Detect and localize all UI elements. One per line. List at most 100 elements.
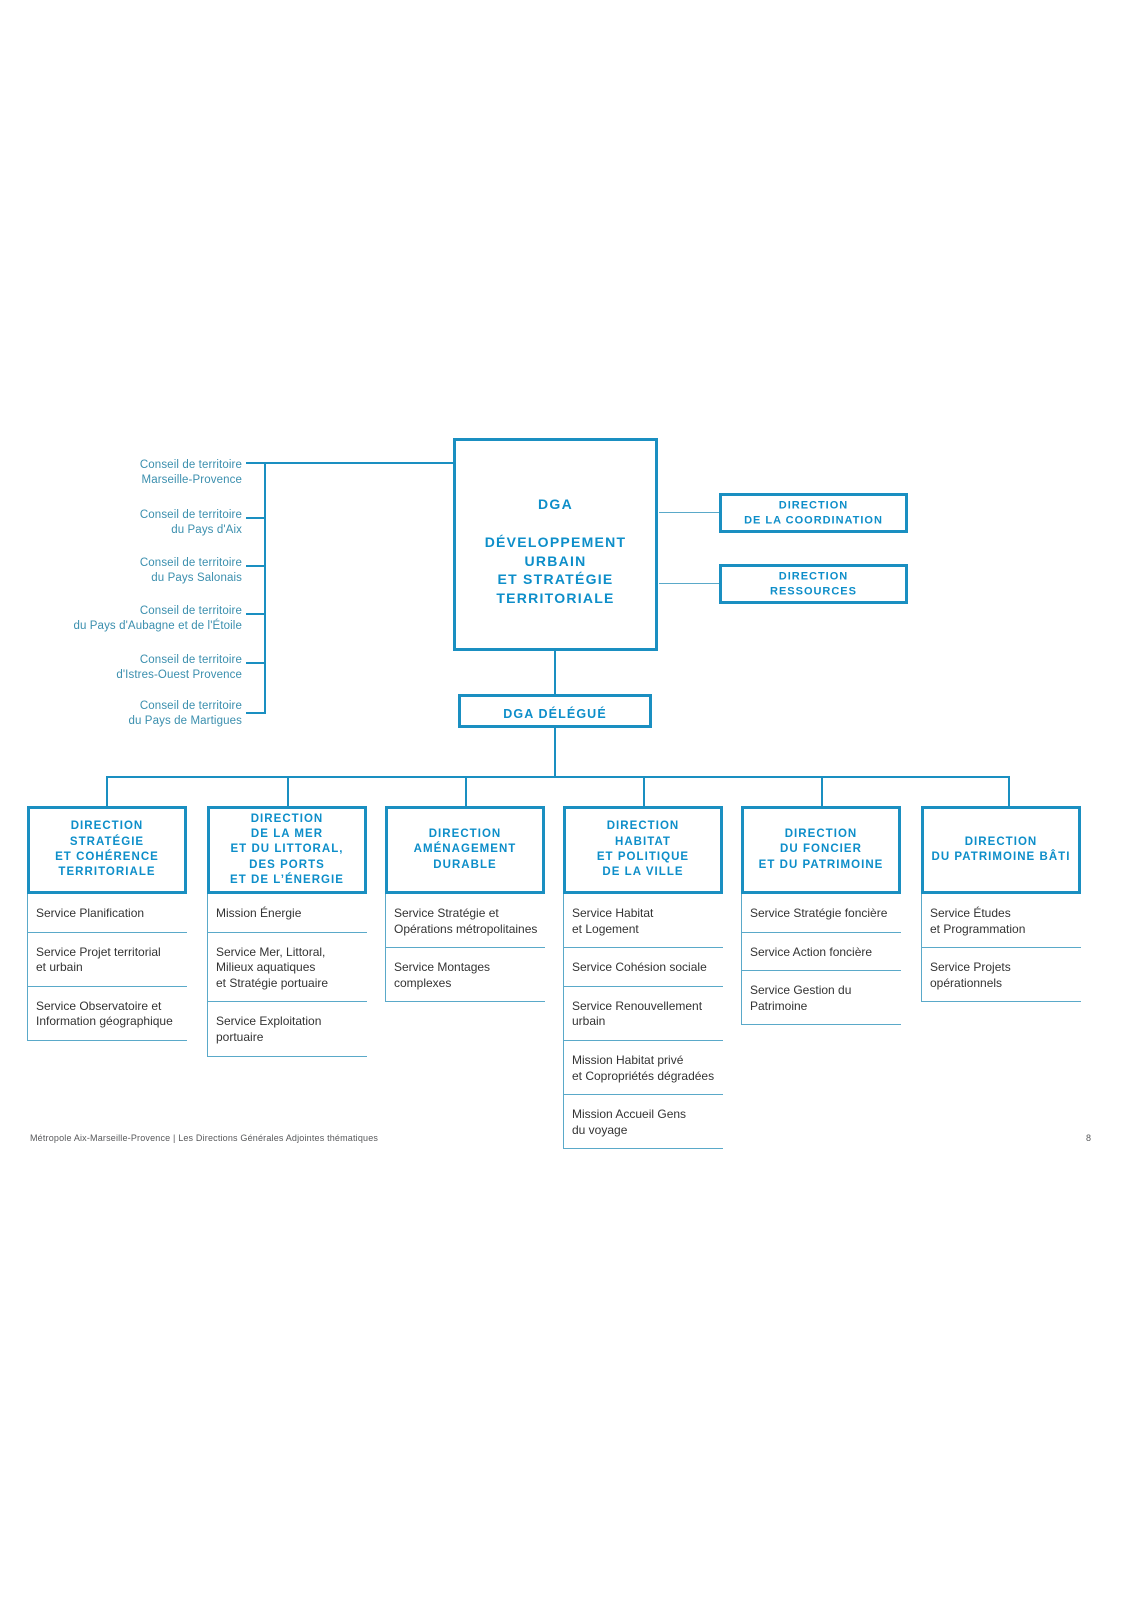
conseil-bus-line [264,463,266,713]
direction-header-4-line-2: HABITAT [614,835,671,848]
service-item-line: Mission Habitat privé [572,1052,684,1067]
dga-main-box[interactable]: DGA DÉVELOPPEMENT URBAIN ET STRATÉGIE TE… [453,438,658,651]
service-item[interactable]: Service Projets opérationnels [921,948,1081,1003]
direction-column-6: DIRECTION DU PATRIMOINE BÂTI Service Étude… [921,806,1081,1003]
service-item[interactable]: Service Planification [27,894,187,933]
service-item-line: et Logement [572,921,639,936]
direction-header-1-line-2: STRATÉGIE [69,835,145,848]
page-number: 8 [1086,1133,1092,1143]
service-item-line: Service Montages [394,960,491,975]
direction-header-5-line-2: DU FONCIER [780,843,862,856]
conseil-label-1-line-2: Marseille-Provence [141,473,242,486]
service-item-line: Service Planification [36,906,145,920]
direction-header-4-line-3: ET POLITIQUE [596,851,690,863]
dga-subtitle-line-1: DÉVELOPPEMENT [484,534,627,550]
service-item-line: et Programmation [930,921,1026,936]
direction-header-6-line-1: DIRECTION [964,835,1038,848]
direction-header-4-label: DIRECTION HABITAT ET POLITIQUE DE LA VILLE [566,819,720,880]
direction-header-6-line-2: DU PATRIMOINE BÂTI [931,851,1071,863]
conseil-stub-4 [246,613,266,615]
direction-drop-3 [465,776,467,806]
direction-header-4-line-1: DIRECTION [606,820,680,833]
dga-subtitle: DÉVELOPPEMENT URBAIN ET STRATÉGIE TERRIT… [456,533,655,607]
direction-coordination-line-1: DIRECTION [778,499,849,512]
direction-ressources-box[interactable]: DIRECTION RESSOURCES [719,564,908,604]
direction-header-4-line-4: DE LA VILLE [602,866,684,879]
service-item-line: Service Études [930,906,1011,920]
service-item[interactable]: Service Action foncière [741,932,901,972]
direction-header-2-line-3: ET DU LITTORAL, [230,843,344,856]
direction-header-6-label: DIRECTION DU PATRIMOINE BÂTI [924,835,1078,866]
service-item-line: Service Observatoire et [36,998,162,1013]
dga-delegue-label: DGA DÉLÉGUÉ [503,707,607,721]
delegue-drop-line [554,728,556,777]
conseil-label-6-line-2: du Pays de Martigues [128,714,242,727]
service-item-line: Service Exploitation [216,1014,322,1029]
conseil-label-1-line-1: Conseil de territoire [139,459,242,471]
service-item[interactable]: Service Cohésion sociale [563,948,723,987]
service-item-line: Service Habitat [572,906,654,920]
service-item-line: portuaire [216,1029,264,1044]
dga-to-delegue-line [554,651,556,695]
direction-header-6[interactable]: DIRECTION DU PATRIMOINE BÂTI [921,806,1081,894]
service-item[interactable]: Service Gestion du Patrimoine [741,971,901,1026]
conseil-stub-3 [246,565,266,567]
service-item-line: Information géographique [36,1014,173,1029]
direction-header-4[interactable]: DIRECTION HABITAT ET POLITIQUE DE LA VILLE [563,806,723,894]
direction-header-2-line-4: DES PORTS [249,858,325,871]
direction-header-5-line-1: DIRECTION [784,828,858,841]
direction-drop-6 [1008,776,1010,806]
conseil-stub-1 [246,462,266,464]
conseil-stub-6 [246,712,266,714]
service-item[interactable]: Service Stratégie foncière [741,894,901,933]
service-item-line: Mission Accueil Gens [572,1107,687,1122]
direction-ressources-line-2: RESSOURCES [770,585,857,597]
conseil-label-2-line-1: Conseil de territoire [139,509,242,521]
service-item-line: Opérations métropolitaines [394,921,538,936]
dga-delegue-box[interactable]: DGA DÉLÉGUÉ [458,694,652,728]
coordination-connector [659,512,720,513]
conseil-stub-2 [246,517,266,519]
direction-coordination-box[interactable]: DIRECTION DE LA COORDINATION [719,493,908,533]
direction-coordination-line-2: DE LA COORDINATION [744,514,883,526]
dga-subtitle-line-3: ET STRATÉGIE [497,571,614,588]
conseil-label-3-line-2: du Pays Salonais [151,571,242,584]
direction-header-2-line-1: DIRECTION [250,812,324,825]
service-item-line: Service Renouvellement [572,998,703,1013]
dga-subtitle-line-2: URBAIN [524,552,587,569]
service-item-line: Service Cohésion sociale [572,960,707,975]
service-item-line: Service Gestion du Patrimoine [750,983,852,1013]
service-item-line: et Copropriétés dégradées [572,1068,715,1083]
conseil-label-4-line-1: Conseil de territoire [139,605,242,617]
service-item[interactable]: Mission Énergie [207,894,367,933]
service-item[interactable]: Service Mer, Littoral,Milieux aquatiques… [207,932,367,1003]
conseil-to-dga-line [264,462,455,464]
